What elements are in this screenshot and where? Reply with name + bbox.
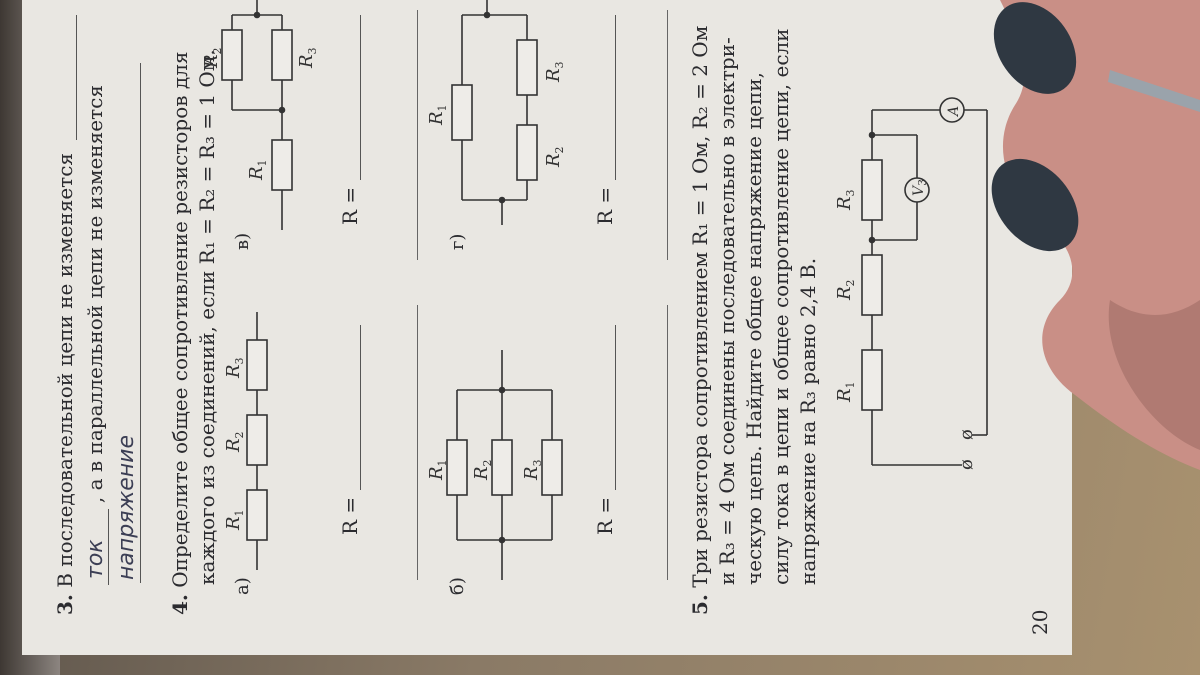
label-r3: R3 — [834, 189, 857, 211]
resistor-r3 — [246, 339, 268, 391]
junction-dot — [253, 11, 261, 19]
circuit-v-mixed: R1 R2 R3 — [201, 0, 319, 230]
resistor-r1 — [451, 84, 473, 141]
task5-line2: и R₃ = 4 Ом соединены последовательно в … — [715, 37, 739, 585]
answer-a-input[interactable] — [360, 325, 361, 490]
answer-a-prefix: R = — [338, 496, 362, 535]
label-r1: R1 — [834, 381, 857, 403]
label-r3: R3 — [296, 47, 319, 69]
resistor-r2 — [221, 29, 243, 81]
task3-answer2-handwritten[interactable]: напряжение — [114, 434, 139, 580]
resistor-r2 — [491, 439, 513, 496]
circuit-b-parallel: R1 R2 R3 — [426, 350, 563, 580]
answer-b-input[interactable] — [615, 325, 616, 490]
resistor-r2 — [246, 414, 268, 466]
label-r1: R1 — [426, 459, 449, 481]
label-r3: R3 — [223, 357, 246, 379]
variant-a-label: а) — [232, 577, 253, 595]
terminal-top: ø — [956, 459, 977, 470]
junction-dot — [498, 386, 506, 394]
answer-v-input[interactable] — [360, 15, 361, 180]
label-r1: R1 — [246, 159, 269, 181]
answer-v-extra-line — [417, 10, 418, 260]
task4-text1: Определите общее сопротивление резисторо… — [168, 51, 192, 588]
task3-text2: , а в параллельной цепи не изменяется — [83, 85, 107, 504]
voltmeter-label: V3 — [911, 179, 929, 196]
label-r1: R1 — [223, 509, 246, 531]
task4-number: 4. — [168, 594, 192, 615]
resistor-r2 — [861, 254, 883, 316]
task5-line3: ческую цепь. Найдите общее напряжение це… — [742, 71, 766, 585]
label-r2: R2 — [201, 47, 224, 69]
label-r2: R2 — [223, 431, 246, 453]
resistor-r1 — [861, 349, 883, 411]
resistor-r1 — [246, 489, 268, 541]
ammeter-label: A — [946, 106, 962, 118]
answer-v-prefix: R = — [338, 186, 362, 225]
circuit-a-series: R1 R2 R3 — [223, 312, 268, 570]
task5-line4: силу тока в цепи и общее сопротивление ц… — [769, 28, 793, 585]
task3-answer1-handwritten[interactable]: ток — [83, 509, 109, 585]
task4-line1: 4. Определите общее сопротивление резист… — [167, 51, 193, 615]
task5-number: 5. — [688, 594, 712, 615]
junction-dot — [868, 131, 876, 139]
task3-text1: В последовательной цепи не изменяется — [53, 152, 77, 588]
terminal-bottom: ø — [956, 429, 977, 440]
variant-v-label: в) — [232, 232, 253, 250]
answer-g-input[interactable] — [615, 15, 616, 180]
label-r1: R1 — [426, 104, 449, 126]
resistor-r3 — [516, 39, 538, 96]
task3-line1: 3. В последовательной цепи не изменяется — [52, 153, 78, 615]
task3-line2: ток , а в параллельной цепи не изменяетс… — [82, 85, 109, 585]
resistor-r1 — [271, 139, 293, 191]
junction-dot — [483, 11, 491, 19]
circuit-task5: ø ø V3 A R1 R2 R3 — [834, 97, 988, 470]
label-r2: R2 — [471, 459, 494, 481]
junction-dot — [278, 106, 286, 114]
variant-g-label: г) — [447, 233, 468, 250]
resistor-r2 — [516, 124, 538, 181]
label-r2: R2 — [834, 279, 857, 301]
label-r2: R2 — [543, 146, 566, 168]
answer-a-extra-line — [417, 305, 418, 580]
task5-line1: 5. Три резистора сопротивлением R₁ = 1 О… — [687, 26, 713, 615]
task5-line5: напряжение на R₃ равно 2,4 В. — [796, 257, 820, 585]
task3-number: 3. — [53, 594, 77, 615]
circuit-g-mixed: R1 R2 R3 — [426, 0, 566, 225]
task3-blank1-line — [76, 15, 77, 140]
workbook-page: 3. В последовательной цепи не изменяется… — [22, 0, 1072, 655]
task3-blank2-line — [140, 63, 141, 583]
task5-text1: Три резистора сопротивлением R₁ = 1 Ом, … — [688, 25, 712, 588]
junction-dot — [498, 196, 506, 204]
resistor-r3 — [861, 159, 883, 221]
answer-b-extra-line — [667, 305, 668, 580]
resistor-r3 — [541, 439, 563, 496]
label-r3: R3 — [543, 61, 566, 83]
resistor-r1 — [446, 439, 468, 496]
resistor-r3 — [271, 29, 293, 81]
answer-b-prefix: R = — [593, 496, 617, 535]
answer-g-prefix: R = — [593, 186, 617, 225]
junction-dot — [868, 236, 876, 244]
page-number: 20 — [1028, 609, 1052, 635]
junction-dot — [498, 536, 506, 544]
answer-g-extra-line — [667, 10, 668, 260]
label-r3: R3 — [521, 459, 544, 481]
